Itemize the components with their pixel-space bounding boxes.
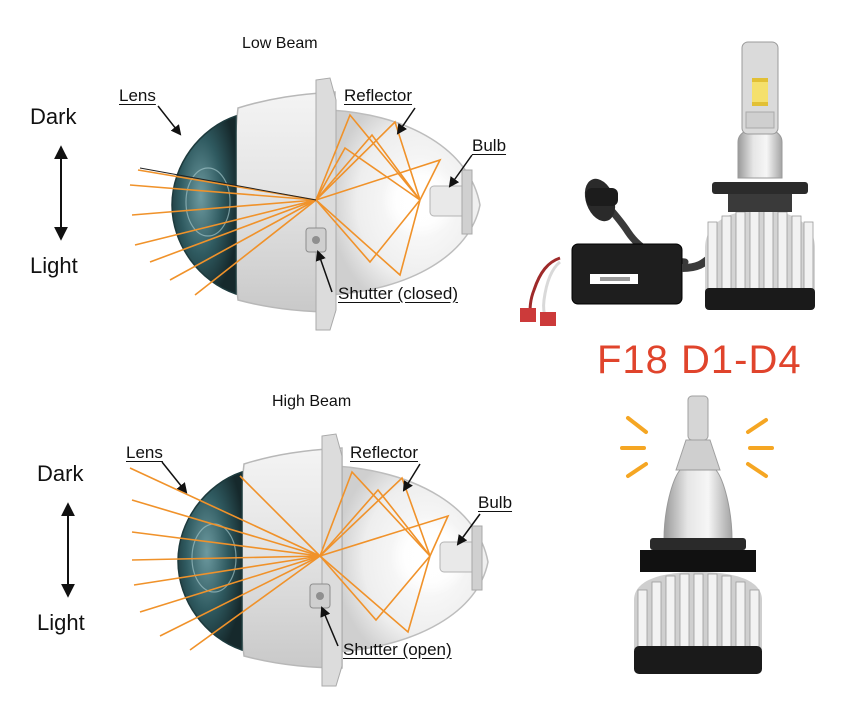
low-beam-title: Low Beam bbox=[242, 35, 318, 52]
high-beam-flange bbox=[321, 433, 343, 687]
high-beam-dark-label: Dark bbox=[37, 461, 84, 486]
d-series-led-bulb-image bbox=[620, 395, 774, 674]
low-beam-dark-label: Dark bbox=[30, 104, 77, 129]
glow-marks bbox=[620, 416, 774, 478]
low-beam-bulb-label: Bulb bbox=[472, 136, 507, 155]
low-beam-reflector-label: Reflector bbox=[344, 86, 413, 105]
led-bulb-with-driver-image bbox=[520, 41, 815, 326]
high-beam-light-label: Light bbox=[37, 610, 85, 635]
high-beam-title: High Beam bbox=[272, 393, 352, 410]
led-heatsink bbox=[705, 209, 815, 310]
low-beam-lens bbox=[171, 114, 237, 296]
high-beam-rays bbox=[129, 467, 450, 651]
low-beam-lens-label: Lens bbox=[119, 86, 156, 105]
low-beam-rays bbox=[129, 113, 442, 296]
low-beam-projector bbox=[129, 77, 481, 331]
high-beam-projector bbox=[129, 433, 489, 687]
low-beam-flange bbox=[315, 77, 337, 331]
low-beam-shutter-label: Shutter (closed) bbox=[338, 284, 458, 303]
high-beam-lens bbox=[177, 470, 243, 652]
high-beam-reflector-label: Reflector bbox=[350, 443, 419, 462]
d-series-heatsink bbox=[634, 572, 762, 674]
high-beam-shutter-label: Shutter (open) bbox=[343, 640, 452, 659]
low-beam-light-label: Light bbox=[30, 253, 78, 278]
high-beam-lens-label: Lens bbox=[126, 443, 163, 462]
product-model-title: F18 D1-D4 bbox=[597, 338, 802, 382]
high-beam-bulb-label: Bulb bbox=[478, 493, 513, 512]
